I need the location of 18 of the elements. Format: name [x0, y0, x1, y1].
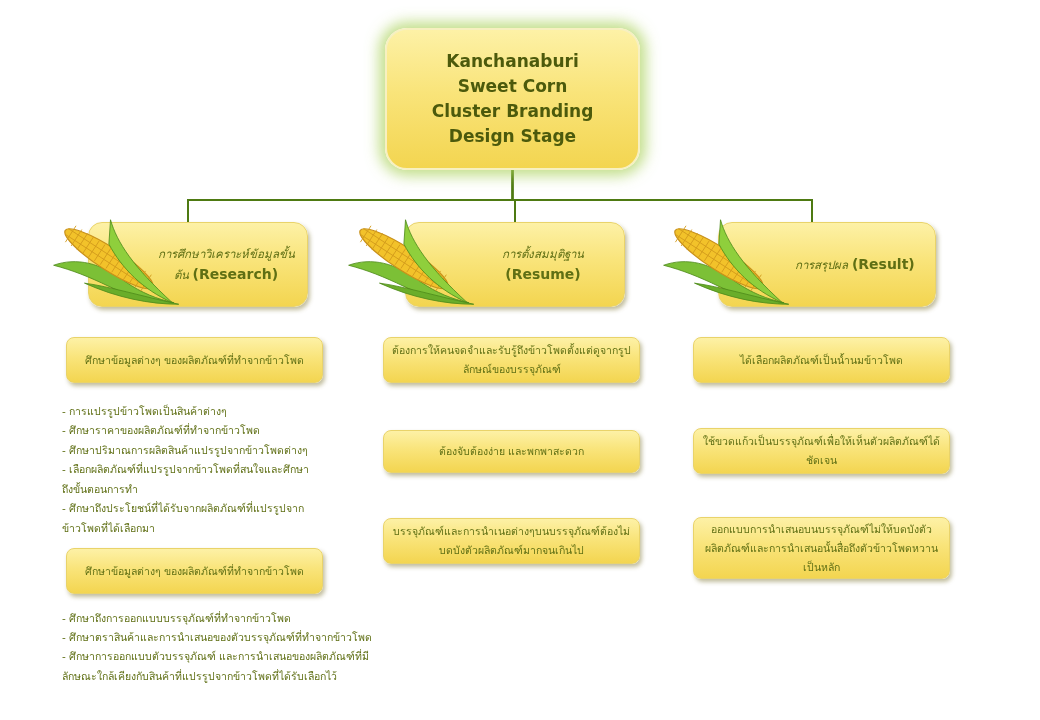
bullet-text: - ศึกษาถึงประโยชน์ที่ได้รับจากผลิตภัณฑ์ที่แปรรูปจากข้าวโพดที่ได้เลือกมา — [62, 500, 306, 536]
note-box: ต้องการให้คนจดจำและรับรู้ถึงข้าวโพดตั้งแต่ดูจากรูปลักษณ์ของบรรจุภัณฑ์ — [383, 337, 640, 383]
note-box: ได้เลือกผลิตภัณฑ์เป็นน้ำนมข้าวโพด — [693, 337, 950, 383]
bullet-text: - ศึกษาราคาของผลิตภัณฑ์ที่ทำจากข้าวโพด — [62, 422, 262, 438]
bullet-text: - ศึกษาถึงการออกแบบบรรจุภัณฑ์ที่ทำจากข้าวโพด — [62, 610, 293, 627]
note-box: ออกแบบการนำเสนอบนบรรจุภัณฑ์ไม่ให้บดบังตัวผลิตภัณฑ์และการนำเสนอนั้นสื่อถึงตัวข้าวโพดหวานเป็นหลัก — [693, 517, 950, 579]
note-box: ต้องจับต้องง่าย และพกพาสะดวก — [383, 430, 640, 473]
note-box: ใช้ขวดแก้วเป็นบรรจุภัณฑ์เพื่อให้เห็นตัวผลิตภัณฑ์ได้ชัดเจน — [693, 428, 950, 474]
bullet-text: - ศึกษาการออกแบบตัวบรรจุภัณฑ์ และการนำเสนอของผลิตภัณฑ์ที่มีลักษณะใกล้เคียงกับสินค้าที่แปรรูปจากข้าวโพดที่ได้รับเลือกไว้ — [62, 648, 371, 685]
note-box: บรรจุภัณฑ์และการนำเนอต่างๆบนบรรจุภัณฑ์ต้องไม่บดบังตัวผลิตภัณฑ์มากจนเกินไป — [383, 518, 640, 564]
bullet-text: - การแปรรูปข้าวโพดเป็นสินค้าต่างๆ — [62, 403, 229, 420]
bullet-text: - ศึกษาตราสินค้าและการนำเสนอของตัวบรรจุภัณฑ์ที่ทำจากข้าวโพด — [62, 629, 374, 646]
note-box: ศึกษาข้อมูลต่างๆ ของผลิตภัณฑ์ที่ทำจากข้าวโพด — [66, 337, 323, 383]
title-box: Kanchanaburi Sweet Corn Cluster Branding Design Stage — [385, 28, 640, 170]
note-box: ศึกษาข้อมูลต่างๆ ของผลิตภัณฑ์ที่ทำจากข้าวโพด — [66, 548, 323, 594]
bullet-text: - เลือกผลิตภัณฑ์ที่แปรรูปจากข้าวโพดที่สนใจและศึกษาถึงขั้นตอนการทำ — [62, 461, 311, 497]
bullet-text: - ศึกษาปริมาณการผลิตสินค้าแปรรูปจากข้าวโพดต่างๆ — [62, 443, 310, 459]
connector-line — [511, 169, 813, 223]
